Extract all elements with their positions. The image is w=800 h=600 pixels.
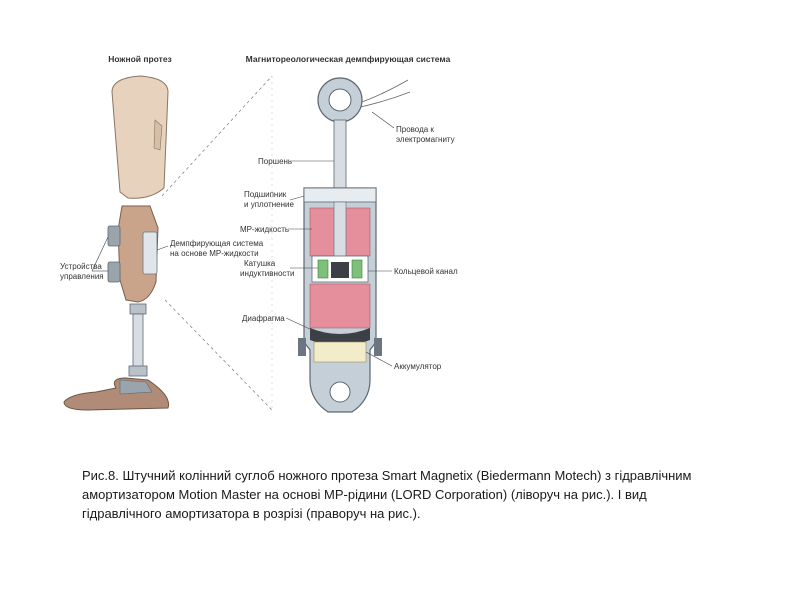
- right-panel-title: Магнитореологическая демпфирующая систем…: [246, 54, 451, 64]
- label-piston: Поршень: [258, 157, 292, 166]
- label-coil: Катушка: [244, 259, 276, 268]
- coil-left: [317, 259, 329, 279]
- figure-illustration: Ножной протез Магнитореологическая демпф…: [60, 54, 458, 413]
- label-annular-channel: Кольцевой канал: [394, 267, 458, 276]
- caption-text: Штучний колінний суглоб ножного протеза …: [82, 468, 692, 521]
- label-diaphragm: Диафрагма: [242, 314, 285, 323]
- label-damper-system: Демпфирующая система: [170, 239, 264, 248]
- figure-number: Рис.8.: [82, 468, 119, 483]
- label-accumulator: Аккумулятор: [394, 362, 442, 371]
- label-control-units: Устройства: [60, 262, 102, 271]
- svg-text:на основе МР-жидкости: на основе МР-жидкости: [170, 249, 259, 258]
- svg-text:и уплотнение: и уплотнение: [244, 200, 294, 209]
- prosthesis-foot: [63, 377, 170, 411]
- figure-caption: Рис.8. Штучний колінний суглоб ножного п…: [82, 466, 722, 523]
- svg-text:электромагниту: электромагниту: [396, 135, 455, 144]
- accumulator: [313, 341, 367, 363]
- mr-fluid-lower: [309, 283, 371, 329]
- damper-cross-section: [298, 77, 411, 413]
- control-unit-upper: [107, 225, 121, 247]
- svg-text:индуктивности: индуктивности: [240, 269, 295, 278]
- control-unit-lower: [107, 261, 121, 283]
- left-panel-title: Ножной протез: [108, 54, 172, 64]
- label-mr-fluid: МР-жидкость: [240, 225, 289, 234]
- coil-right: [351, 259, 363, 279]
- label-bearing: Подшипник: [244, 190, 287, 199]
- svg-text:управления: управления: [60, 272, 104, 281]
- prosthesis-pylon: [132, 313, 144, 369]
- diaphragm: [310, 328, 370, 346]
- bottom-eyelet: [329, 381, 351, 403]
- knee-damper: [142, 231, 158, 275]
- label-wires: Провода к: [396, 125, 434, 134]
- prosthesis-socket: [111, 75, 169, 199]
- prosthesis-leg: [63, 75, 170, 411]
